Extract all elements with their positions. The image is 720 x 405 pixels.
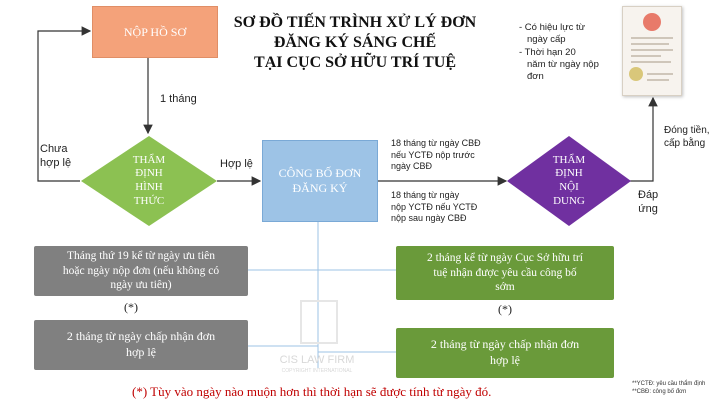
title-line-2: ĐĂNG KÝ SÁNG CHẾ (273, 34, 437, 51)
diagram-title: SƠ ĐỒ TIẾN TRÌNH XỬ LÝ ĐƠN ĐĂNG KÝ SÁNG … (215, 13, 495, 73)
footnote: (*) Tùy vào ngày nào muộn hơn thì thời h… (132, 384, 492, 399)
month-19-box: Tháng thứ 19 kể từ ngày ưu tiên hoặc ngà… (34, 246, 248, 296)
publication-node: CÔNG BỐ ĐƠN ĐĂNG KÝ (262, 140, 378, 222)
two-months-green-box: 2 tháng từ ngày chấp nhận đơn hợp lệ (396, 328, 614, 378)
seal-icon (643, 13, 661, 31)
fee-grant-label: Đóng tiền, cấp bằng (664, 125, 710, 149)
patent-certificate-image (622, 6, 682, 96)
cbd-after-label: 18 tháng từ ngày nộp YCTĐ nếu YCTĐ nộp s… (391, 190, 478, 224)
asterisk-left: (*) (124, 300, 138, 314)
abbreviations: **YCTĐ: yêu cầu thẩm định **CBĐ: công bố… (632, 381, 706, 396)
substantive-exam-label: THẨM ĐỊNH NỘI DUNG (552, 153, 586, 207)
not-valid-label: Chưa hợp lệ (40, 143, 72, 170)
watermark-sub: COPYRIGHT INTERNATIONAL (281, 368, 353, 374)
meets-label: Đáp ứng (638, 189, 659, 216)
formal-exam-diamond (81, 136, 217, 226)
watermark-logo-icon (300, 300, 338, 344)
asterisk-right: (*) (498, 302, 512, 316)
submit-label: NỘP HỒ SƠ (123, 24, 187, 39)
submit-node: NỘP HỒ SƠ (92, 6, 218, 58)
substantive-exam-diamond (507, 136, 631, 226)
title-line-3: TẠI CỤC SỞ HỮU TRÍ TUỆ (254, 54, 456, 71)
formal-exam-label: THẨM ĐỊNH HÌNH THỨC (132, 153, 166, 207)
early-publication-box: 2 tháng kể từ ngày Cục Sở hữu trí tuệ nh… (396, 246, 614, 300)
arrow-not-valid-loop (37, 26, 92, 182)
valid-label: Hợp lệ (220, 158, 253, 170)
watermark-name: CIS LAW FIRM (279, 354, 355, 366)
two-months-grey-box: 2 tháng từ ngày chấp nhận đơn hợp lệ (34, 320, 248, 370)
validity-notes: - Có hiệu lực từ ngày cấp - Thời hạn 20 … (519, 22, 599, 83)
one-month-label: 1 tháng (160, 93, 197, 105)
cbd-before-label: 18 tháng từ ngày CBĐ nếu YCTĐ nộp trước … (391, 138, 481, 172)
stamp-icon (629, 67, 643, 81)
title-line-1: SƠ ĐỒ TIẾN TRÌNH XỬ LÝ ĐƠN (233, 14, 477, 31)
arrow-substantive-to-certificate (630, 96, 658, 182)
